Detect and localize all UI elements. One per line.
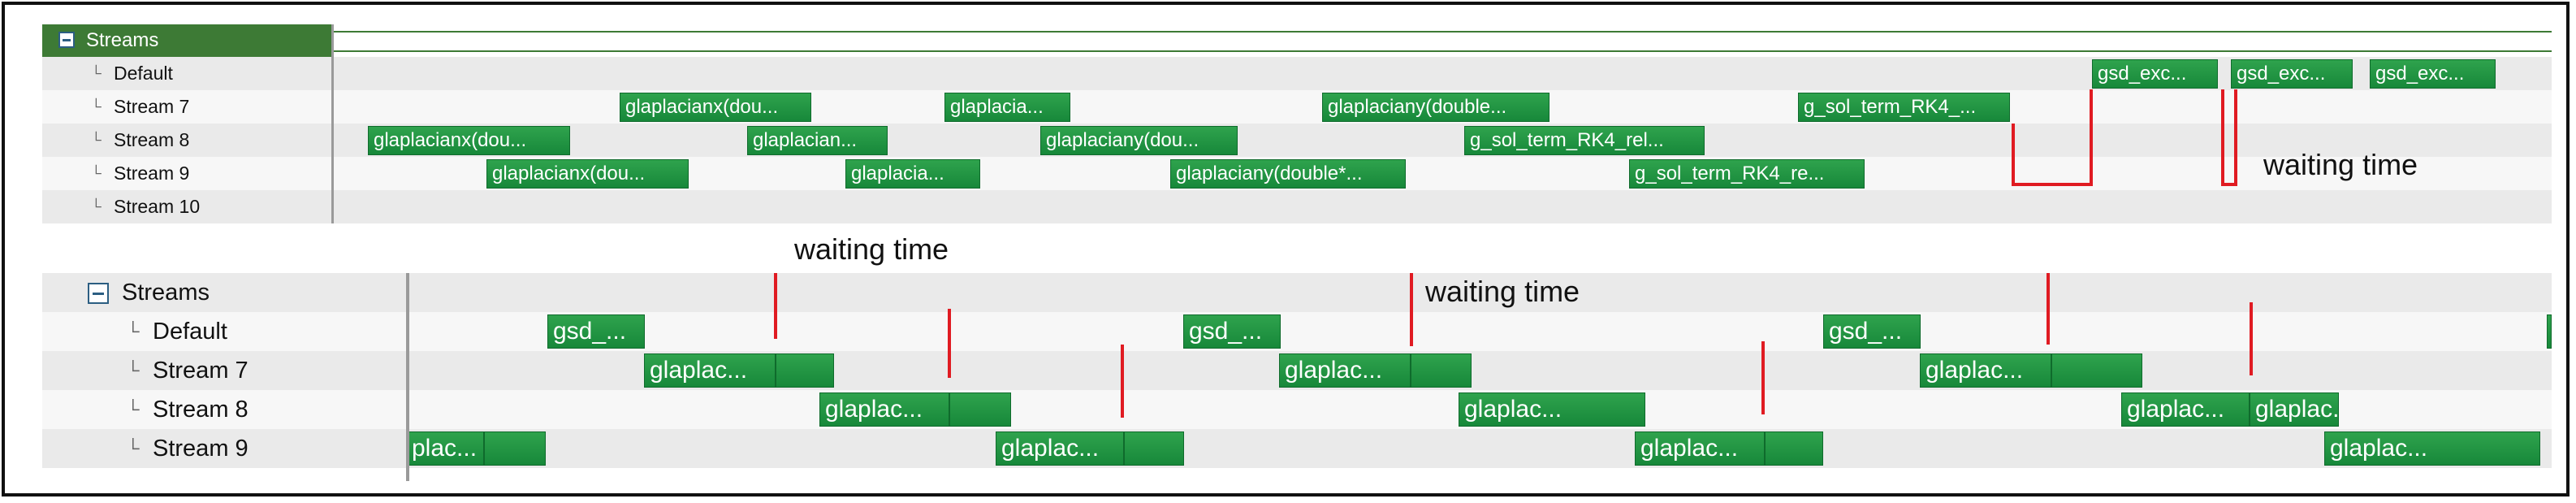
- waiting-time-label: waiting time: [2263, 148, 2418, 181]
- kernel-bar-tail[interactable]: [484, 431, 546, 466]
- kernel-bar-tail[interactable]: [1765, 431, 1823, 466]
- kernel-bar-tail[interactable]: [1124, 431, 1184, 466]
- kernel-bar[interactable]: glaplac...: [2324, 431, 2540, 466]
- figure-frame: [2, 2, 2570, 496]
- waiting-marker: [1761, 341, 1765, 414]
- stream-row-label[interactable]: └Default: [42, 312, 406, 351]
- stream-row-label[interactable]: └Stream 7: [42, 90, 331, 124]
- kernel-bar[interactable]: plac...: [409, 431, 484, 466]
- tree-branch-icon: └: [91, 132, 102, 148]
- kernel-bar[interactable]: gsd_...: [1183, 314, 1281, 349]
- kernel-bar[interactable]: glaplac...: [2250, 392, 2339, 427]
- tree-branch-icon: └: [127, 399, 140, 419]
- kernel-bar[interactable]: gsd_...: [1823, 314, 1921, 349]
- kernel-bar[interactable]: glaplaciany(double...: [1322, 93, 1549, 122]
- top-streams-header[interactable]: Streams: [42, 24, 331, 57]
- kernel-bar-tail[interactable]: [776, 353, 834, 388]
- kernel-bar[interactable]: g_sol_term_RK4_rel...: [1464, 126, 1705, 155]
- kernel-bar[interactable]: gsd_exc...: [2092, 59, 2218, 89]
- kernel-bar[interactable]: glaplacianx(dou...: [486, 159, 689, 189]
- stream-row-label[interactable]: └Stream 8: [42, 124, 331, 157]
- tree-branch-icon: └: [127, 438, 140, 458]
- bottom-timeline: gsd_... gsd_... gsd_... glaplac... glapl…: [409, 273, 2552, 481]
- stream-row-label[interactable]: └Default: [42, 57, 331, 90]
- kernel-bar[interactable]: glaplac...: [1635, 431, 1765, 466]
- tree-branch-icon: └: [91, 65, 102, 81]
- tree-branch-icon: └: [91, 198, 102, 215]
- timeline-rule: [334, 50, 2552, 52]
- tree-branch-icon: └: [127, 321, 140, 341]
- kernel-bar[interactable]: glaplaciany(dou...: [1040, 126, 1238, 155]
- track-default: [409, 312, 2552, 351]
- waiting-marker: [2234, 89, 2237, 186]
- waiting-marker: [2221, 89, 2224, 186]
- waiting-marker: [2250, 302, 2253, 375]
- waiting-marker: [2047, 273, 2050, 345]
- track-stream9: [334, 157, 2552, 190]
- collapse-icon[interactable]: [58, 32, 75, 48]
- kernel-bar-tail[interactable]: [949, 392, 1011, 427]
- kernel-bar[interactable]: gsd_exc...: [2370, 59, 2496, 89]
- track-stream10: [334, 190, 2552, 223]
- kernel-bar[interactable]: glaplacianx(dou...: [368, 126, 570, 155]
- kernel-bar[interactable]: glaplac...: [996, 431, 1124, 466]
- timeline-rule: [334, 31, 2552, 33]
- waiting-marker: [774, 273, 777, 339]
- kernel-bar[interactable]: glaplacia...: [944, 93, 1070, 122]
- tree-branch-icon: └: [91, 165, 102, 181]
- kernel-bar[interactable]: glaplacian...: [747, 126, 888, 155]
- top-timeline: gsd_exc... gsd_exc... gsd_exc... glaplac…: [334, 24, 2552, 223]
- kernel-bar[interactable]: glaplaciany(double*...: [1170, 159, 1406, 189]
- waiting-time-label: waiting time: [794, 232, 949, 266]
- kernel-bar[interactable]: glaplac...: [1459, 392, 1645, 427]
- track-default: [334, 57, 2552, 90]
- top-stream-labels: Streams └Default └Stream 7 └Stream 8 └St…: [42, 24, 331, 223]
- track-stream9: [409, 429, 2552, 468]
- stream-row-label[interactable]: └Stream 7: [42, 351, 406, 390]
- collapse-icon[interactable]: [88, 283, 109, 304]
- kernel-bar[interactable]: glaplacianx(dou...: [620, 93, 811, 122]
- track-header: [409, 273, 2552, 312]
- stream-row-label[interactable]: └Stream 10: [42, 190, 331, 223]
- kernel-bar[interactable]: glaplacia...: [845, 159, 980, 189]
- kernel-bar[interactable]: gsd_exc...: [2231, 59, 2353, 89]
- track-stream8: [334, 124, 2552, 157]
- kernel-bar[interactable]: glaplac...: [1279, 353, 1411, 388]
- stream-row-label[interactable]: └Stream 8: [42, 390, 406, 429]
- kernel-bar[interactable]: gsd_...: [547, 314, 645, 349]
- waiting-marker: [2012, 183, 2093, 186]
- kernel-bar[interactable]: glaplac...: [2121, 392, 2250, 427]
- streams-header-label: Streams: [86, 29, 159, 51]
- waiting-marker: [1121, 345, 1124, 418]
- bottom-streams-header[interactable]: Streams: [42, 273, 406, 312]
- waiting-time-label: waiting time: [1425, 275, 1580, 308]
- waiting-marker: [948, 309, 951, 378]
- waiting-marker: [2221, 183, 2237, 186]
- tree-branch-icon: └: [91, 98, 102, 115]
- kernel-bar-tail[interactable]: [2051, 353, 2142, 388]
- kernel-bar[interactable]: g_sol_term_RK4_re...: [1629, 159, 1865, 189]
- kernel-bar[interactable]: glaplac...: [1920, 353, 2051, 388]
- panel-divider[interactable]: [331, 24, 334, 223]
- stream-row-label[interactable]: └Stream 9: [42, 157, 331, 190]
- kernel-bar-edge[interactable]: [2547, 314, 2552, 349]
- waiting-marker: [1410, 273, 1413, 346]
- kernel-bar[interactable]: glaplac...: [819, 392, 949, 427]
- kernel-bar-tail[interactable]: [1411, 353, 1472, 388]
- kernel-bar[interactable]: glaplac...: [644, 353, 776, 388]
- waiting-marker: [2090, 89, 2093, 186]
- panel-divider[interactable]: [406, 273, 409, 481]
- streams-header-label: Streams: [122, 280, 210, 306]
- stream-row-label[interactable]: └Stream 9: [42, 429, 406, 468]
- kernel-bar[interactable]: g_sol_term_RK4_...: [1798, 93, 2010, 122]
- waiting-marker: [2012, 124, 2015, 186]
- tree-branch-icon: └: [127, 360, 140, 380]
- bottom-stream-labels: Streams └Default └Stream 7 └Stream 8 └St…: [42, 273, 406, 468]
